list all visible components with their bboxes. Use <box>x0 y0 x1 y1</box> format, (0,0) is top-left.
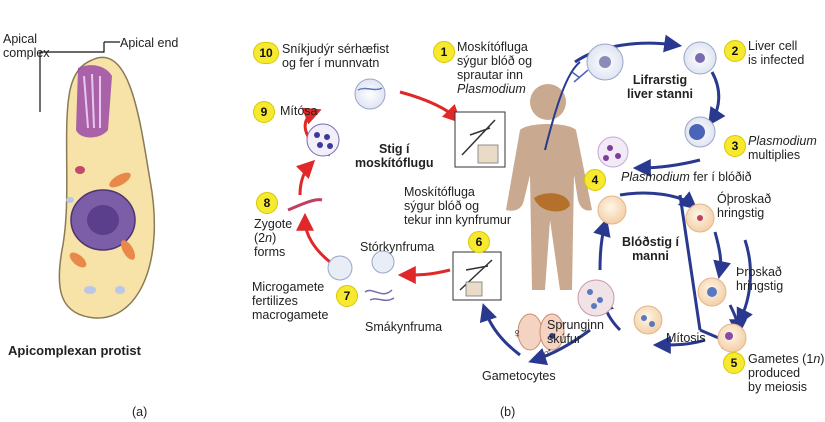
step-1-plasmodium: Plasmodium <box>457 82 526 96</box>
step-8-close: ) <box>272 231 277 245</box>
step-8-n: n <box>265 231 273 245</box>
immature-ring-line-1: Óþroskað <box>717 192 772 206</box>
step-9-text: Mítósa <box>280 104 318 118</box>
step-5-line-2: produced <box>748 366 801 380</box>
step-1-line-2: sýgur blóð og <box>457 54 533 68</box>
step-6-badge: 6 <box>468 231 490 253</box>
mosquito-box-bottom <box>452 251 502 301</box>
step-2-line-2: is infected <box>748 53 805 67</box>
step-7-line-1: Microgamete <box>252 280 325 294</box>
step-5-close: ) <box>820 352 825 366</box>
step-10-line-1: Sníkjudýr sérhæfist <box>282 42 389 56</box>
mature-ring-line-1: Þroskað <box>736 265 782 279</box>
blood-stage-label: Blóðstig í manni <box>622 235 679 263</box>
liver-stage-arrows <box>544 34 726 177</box>
step-6-line-2: sýgur blóð og <box>404 199 480 213</box>
step-7-badge: 7 <box>336 285 358 307</box>
step-5-n: n <box>813 352 821 366</box>
liver-stage-label: Lifrarstig liver stanni <box>627 73 693 101</box>
step-5-text: Gametes (1n) produced by meiosis <box>748 352 824 394</box>
step-3-badge: 3 <box>724 135 746 157</box>
mature-ring-line-2: hringstig <box>736 279 784 293</box>
blood-stage-line-2: manni <box>632 249 669 263</box>
apicomplexan-protist-illustration <box>39 41 156 319</box>
step-8-text: Zygote (2n) forms <box>254 217 292 259</box>
step-10-line-2: og fer í munnvatn <box>282 56 380 70</box>
apical-complex-line-1: Apical <box>3 32 38 46</box>
panel-a-caption: (a) <box>132 405 148 419</box>
step-4-plasmodium: Plasmodium <box>621 170 690 184</box>
step-7-line-2: fertilizes <box>252 294 298 308</box>
step-2-line-1: Liver cell <box>748 39 798 53</box>
step-5-line-1: Gametes (1 <box>748 352 814 366</box>
step-8-line-1: Zygote <box>254 217 293 231</box>
mitosis-label: Mítosis <box>666 331 706 345</box>
step-8-line-2: (2 <box>254 231 266 245</box>
step-8-line-3: forms <box>254 245 286 259</box>
step-2-text: Liver cell is infected <box>748 39 804 67</box>
mosquito-stage-label: Stig í moskítóflugu <box>355 142 433 170</box>
apical-end-label: Apical end <box>120 36 179 50</box>
immature-ring-line-2: hringstig <box>717 206 765 220</box>
gametocytes-label: Gametocytes <box>482 369 556 383</box>
step-7-line-3: macrogamete <box>252 308 329 322</box>
male-symbol: ♂ <box>542 344 553 360</box>
microgamete-label: Smákynfruma <box>365 320 443 334</box>
step-6-text: Moskítófluga sýgur blóð og tekur inn kyn… <box>404 185 511 227</box>
apical-complex-label: Apical complex <box>3 32 50 60</box>
liver-cell-stages <box>571 41 717 168</box>
step-2-badge: 2 <box>724 40 746 62</box>
step-1-text: Moskítófluga sýgur blóð og sprautar inn … <box>457 40 532 96</box>
step-10-badge: 10 <box>253 42 279 64</box>
step-3-plasmodium: Plasmodium <box>748 134 817 148</box>
step-5-badge: 5 <box>723 352 745 374</box>
liver-stage-line-1: Lifrarstig <box>632 73 688 87</box>
step-4-text: Plasmodium fer í blóðið <box>621 170 752 184</box>
mosquito-stage-line-2: moskítóflugu <box>355 156 434 170</box>
mature-ring-label: Þroskað hringstig <box>736 265 783 293</box>
mosquito-box-top <box>454 111 506 168</box>
mosquito-stage-line-1: Stig í <box>378 142 410 156</box>
step-9-badge: 9 <box>253 101 275 123</box>
step-1-line-3: sprautar inn <box>457 68 524 82</box>
step-4-rest: fer í blóðið <box>689 170 752 184</box>
step-4-badge: 4 <box>584 169 606 191</box>
macrogamete-label: Stórkynfruma <box>360 240 435 254</box>
ruptured-line-2: skúfur <box>547 332 582 346</box>
protist-title: Apicomplexan protist <box>8 343 141 358</box>
step-1-line-1: Moskítófluga <box>457 40 528 54</box>
step-8-badge: 8 <box>256 192 278 214</box>
immature-ring-label: Óþroskað hringstig <box>717 192 771 220</box>
ruptured-line-1: Sprunginn <box>547 318 604 332</box>
mosquito-stage-cells <box>287 78 395 302</box>
apical-complex-line-2: complex <box>3 46 50 60</box>
step-3-line-2: multiplies <box>748 148 801 162</box>
step-6-line-3: tekur inn kynfrumur <box>404 213 511 227</box>
female-symbol: ♀ <box>512 325 523 341</box>
step-1-badge: 1 <box>433 41 455 63</box>
red-blood-cells <box>517 195 747 353</box>
panel-b-caption: (b) <box>500 405 516 419</box>
step-10-text: Sníkjudýr sérhæfist og fer í munnvatn <box>282 42 389 70</box>
ruptured-schizont-label: Sprunginn skúfur <box>547 318 604 346</box>
liver-stage-line-2: liver stanni <box>627 87 693 101</box>
human-figure <box>506 84 592 290</box>
step-5-line-3: by meiosis <box>748 380 808 394</box>
blood-stage-line-1: Blóðstig í <box>622 235 679 249</box>
step-3-text: Plasmodium multiplies <box>748 134 817 162</box>
step-6-line-1: Moskítófluga <box>404 185 475 199</box>
step-7-text: Microgamete fertilizes macrogamete <box>252 280 328 322</box>
